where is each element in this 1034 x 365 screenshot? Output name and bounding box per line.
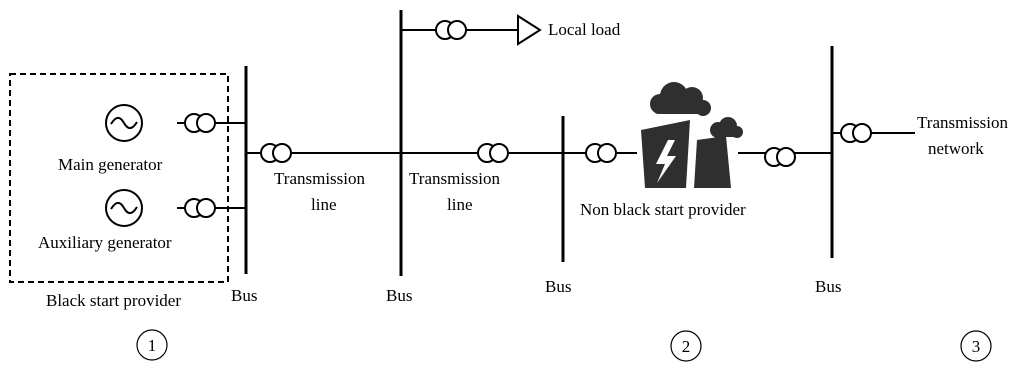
power-plant-icon [641,82,743,188]
transmission-network-label-top: Transmission [917,113,1009,132]
main-generator-icon [105,104,143,142]
transformer-icon [585,143,617,163]
bus-label-4: Bus [815,277,841,296]
auxiliary-generator-label: Auxiliary generator [38,233,172,252]
transformer-icon [764,147,796,167]
main-generator-label: Main generator [58,155,163,174]
transformer-icon [435,20,467,40]
section-marker-1: 1 [136,329,168,361]
section-marker-2: 2 [670,330,702,362]
transmission-line-1-label-top: Transmission [274,169,366,188]
svg-text:3: 3 [972,337,981,356]
local-load-arrow-icon [517,14,542,46]
transformer-icon [184,113,216,133]
bus-label-3: Bus [545,277,571,296]
transmission-line-1-label-bottom: line [311,195,337,214]
transformer-icon [477,143,509,163]
transformer-icon [840,123,872,143]
black-start-provider-label: Black start provider [46,291,181,310]
non-black-start-provider-label: Non black start provider [580,200,746,219]
auxiliary-generator-icon [105,189,143,227]
transmission-line-2-label-top: Transmission [409,169,501,188]
svg-text:1: 1 [148,336,157,355]
bus-label-2: Bus [386,286,412,305]
bus-label-1: Bus [231,286,257,305]
transformer-icon [184,198,216,218]
black-start-provider-box [9,73,229,283]
transmission-network-label-bottom: network [928,139,984,158]
section-marker-3: 3 [960,330,992,362]
svg-text:2: 2 [682,337,691,356]
transformer-icon [260,143,292,163]
transmission-line-2-label-bottom: line [447,195,473,214]
local-load-label: Local load [548,20,621,39]
